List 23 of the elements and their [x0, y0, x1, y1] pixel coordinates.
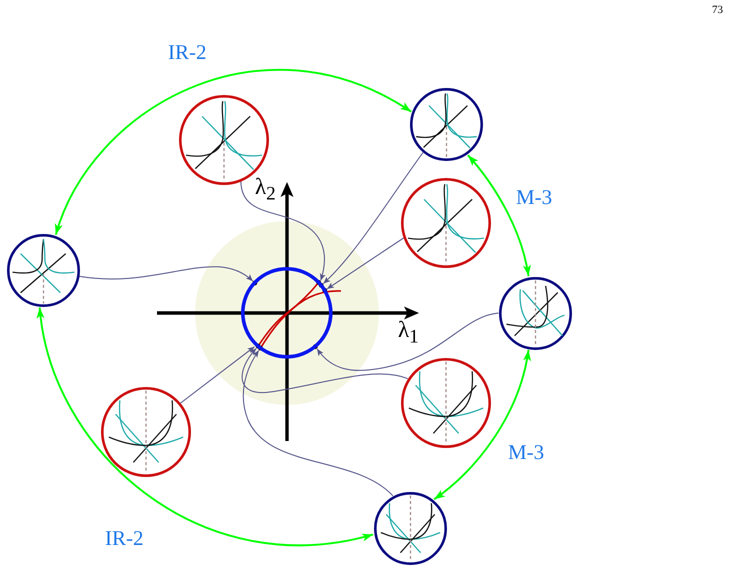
page-number: 73: [712, 5, 723, 16]
double-arrow: [434, 350, 532, 500]
arrow: [242, 348, 408, 394]
double-arrow: [467, 154, 532, 276]
curve-sketch: [6, 234, 80, 306]
axis-label: λ$_{1}$: [398, 318, 419, 347]
arrow: [180, 346, 255, 404]
curve-sketch: [401, 358, 491, 448]
arrow: [78, 266, 254, 282]
curve-sketch: [374, 492, 446, 564]
arrow: [242, 350, 394, 496]
double-arrow: [54, 70, 412, 236]
curve-sketch: [101, 387, 191, 477]
arrow: [240, 180, 326, 281]
curve-sketch: [410, 88, 483, 161]
curve-sketch: [498, 276, 572, 350]
curve-sketch: [401, 178, 491, 268]
arrow: [322, 152, 424, 284]
circle-outline: [241, 267, 333, 359]
double-arrow: [36, 307, 374, 546]
arrow: [316, 312, 499, 371]
arrow: [326, 237, 404, 290]
axis-label: λ$_{2}$: [255, 175, 276, 204]
